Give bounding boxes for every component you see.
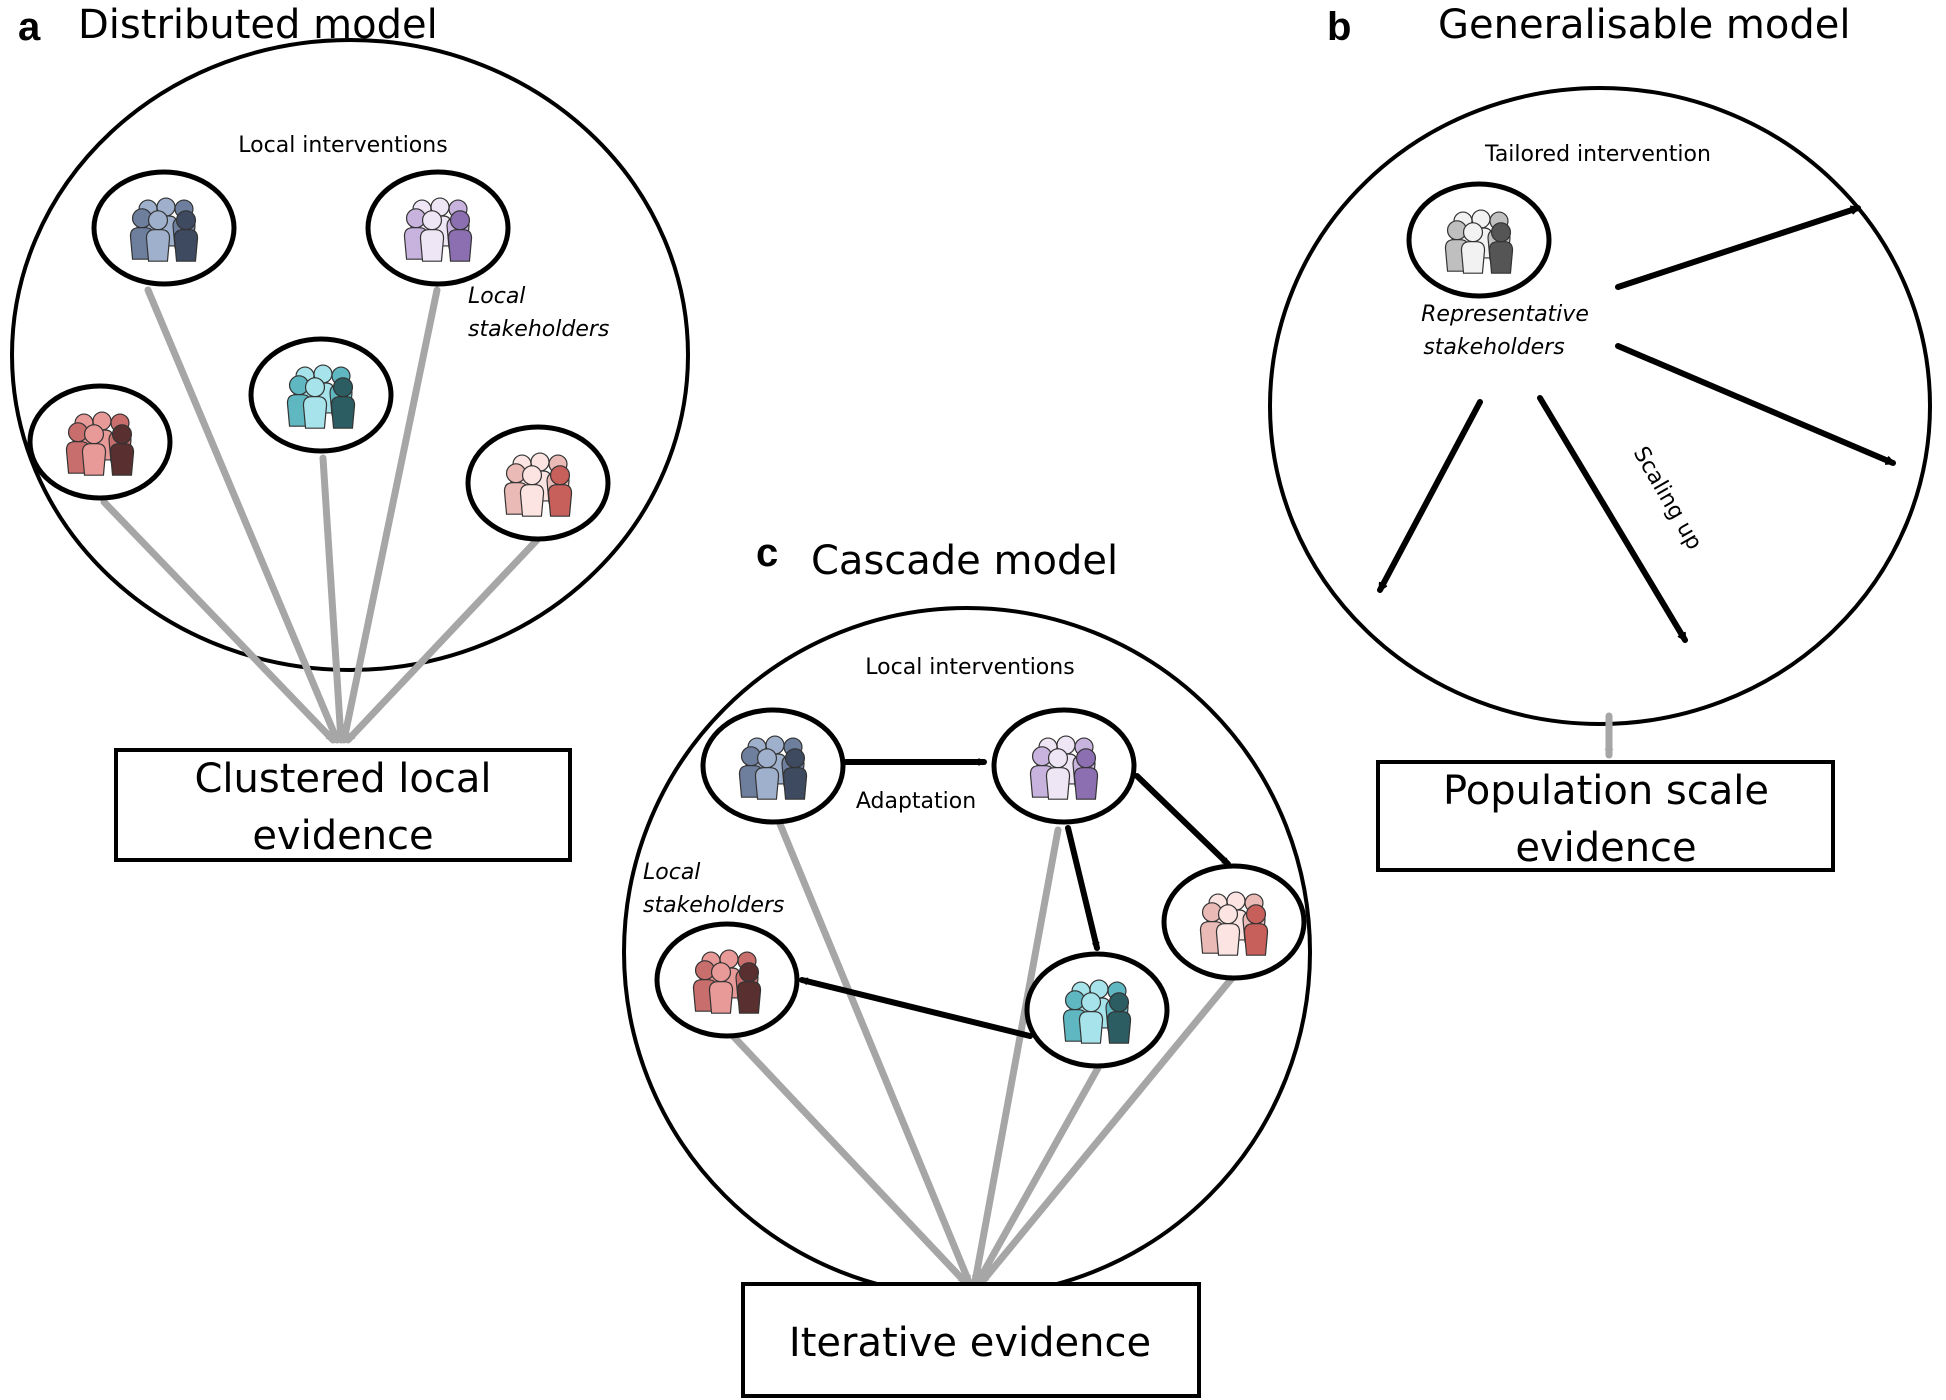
panel-c-node-rose [1161,863,1307,981]
panel-a-arrow-red [100,498,337,744]
panel-c-cascade-arrows [799,762,1231,1039]
panel-b-stakeholders-label-line1: Representative [1421,302,1589,327]
panel-c: c Cascade model Local interventions Adap… [622,531,1312,1398]
panel-a-evidence-line2: evidence [252,813,433,859]
panel-a-arrow-teal [319,454,341,744]
people-group-icon [1199,891,1269,956]
panel-b-title: Generalisable model [1438,2,1850,48]
panel-c-arrow-red [729,1032,969,1286]
panel-c-stakeholders-label-line1: Local [643,860,700,885]
panel-a-arrow-rose [344,536,541,744]
people-group-icon [503,452,573,517]
panel-b-arrow-down [1537,395,1688,643]
panel-a: a Distributed model Local interventions … [10,2,690,862]
panel-c-node-red [654,921,800,1039]
people-group-icon [1029,735,1099,800]
people-group-icon [286,364,356,429]
panel-a-outer-circle [10,38,690,672]
panel-a-arrow-purple [340,286,441,744]
panel-c-node-teal [1024,951,1170,1069]
panel-b-scaling-up-label: Scaling up [1628,443,1707,555]
people-group-icon [129,197,199,262]
panel-c-letter: c [756,531,778,575]
panel-a-node-purple [365,169,511,287]
people-group-icon [738,735,808,800]
panel-a-node-red [27,383,173,501]
people-group-icon [1062,979,1132,1044]
panel-c-arrow-purple-to-teal [1065,825,1100,951]
panel-a-node-teal [248,336,394,454]
panel-a-stakeholders-label-line2: stakeholders [468,317,609,342]
panel-a-letter: a [18,5,41,49]
panel-c-title: Cascade model [811,538,1118,584]
panel-b-scaling-arrows [1377,205,1896,643]
panel-c-arrow-purple-to-rose [1134,773,1231,867]
people-group-icon [403,197,473,262]
panel-b-node-grey [1406,181,1552,299]
panel-a-stakeholders-label-line1: Local [468,284,525,309]
people-group-icon [1444,209,1514,274]
panel-b-arrow-upper-right [1615,205,1861,290]
panel-c-converging-arrows [729,820,1241,1286]
panel-a-converging-arrows [100,286,541,744]
panel-a-evidence-box [114,748,572,862]
panel-b-evidence-box [1376,760,1835,872]
panel-c-node-blue [700,707,846,825]
panel-b: b Generalisable model Tailored intervent… [1268,2,1932,872]
panel-b-letter: b [1327,5,1351,49]
panel-a-node-rose [465,424,611,542]
panel-c-evidence-box [741,1282,1201,1398]
panel-c-arrow-purple [971,826,1062,1286]
panel-b-outer-circle [1268,86,1932,726]
panel-b-arrow-lower-left [1377,399,1483,593]
people-group-icon [65,411,135,476]
panel-b-evidence-line2: evidence [1515,825,1696,871]
panel-a-arrow-blue [144,286,341,744]
panel-c-evidence-line1: Iterative evidence [789,1320,1151,1366]
panel-b-stakeholders-label-line2: stakeholders [1423,335,1564,360]
panel-b-evidence-line1: Population scale [1443,768,1769,814]
panel-c-arrow-blue [776,820,973,1286]
panel-c-adaptation-label: Adaptation [856,789,976,814]
panel-c-stakeholders-label-line2: stakeholders [643,893,784,918]
panel-a-node-blue [91,169,237,287]
panel-b-arrow-right [1615,343,1896,466]
panel-c-local-interventions-label: Local interventions [865,655,1074,680]
panel-b-tailored-intervention-label: Tailored intervention [1484,142,1711,167]
panel-a-local-interventions-label: Local interventions [238,133,447,158]
panel-a-evidence-line1: Clustered local [194,756,491,802]
panel-c-node-purple [991,707,1137,825]
panel-c-arrow-teal [974,1064,1102,1286]
people-group-icon [692,949,762,1014]
panel-c-arrow-rose [978,968,1241,1286]
panel-c-arrow-teal-to-red [799,977,1033,1039]
